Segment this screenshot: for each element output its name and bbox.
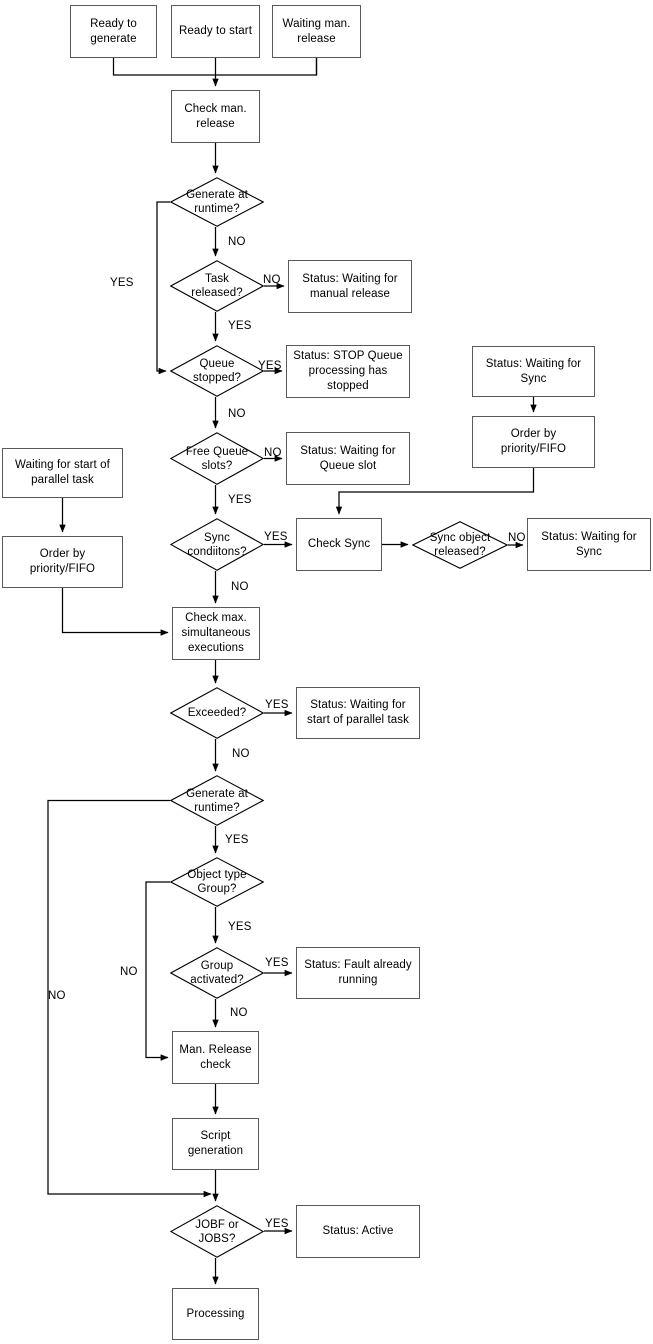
edge-label-lbl_syncobj_no: NO: [508, 532, 526, 544]
node-label: Check Sync: [307, 538, 371, 550]
diamond-shape: [412, 521, 508, 569]
diamond-shape: [170, 857, 264, 907]
edge-label-lbl_queue_no: NO: [228, 408, 246, 420]
node-status_active: Status: Active: [296, 1205, 420, 1258]
node-processing: Processing: [172, 1288, 259, 1340]
edge-label-lbl_gen1_no: NO: [228, 236, 246, 248]
edge-label-lbl_slots_no: NO: [264, 447, 282, 459]
edge-label-lbl_gen2_yes: YES: [225, 834, 249, 846]
diamond-shape: [170, 947, 264, 999]
edge-label-lbl_objgrp_yes: YES: [228, 921, 252, 933]
node-ready_start: Ready to start: [171, 5, 260, 58]
edge-label-lbl_task_yes: YES: [228, 320, 252, 332]
node-label: Status: Active: [322, 1225, 394, 1237]
node-label: Check man.release: [184, 102, 247, 130]
edge-label-lbl_slots_yes: YES: [228, 494, 252, 506]
diamond-shape: [170, 1205, 264, 1258]
diamond-shape: [170, 432, 264, 485]
diamond-shape: [170, 260, 264, 312]
edge-label-lbl_grpact_no: NO: [230, 1007, 248, 1019]
edge-label-lbl_queue_yes: YES: [258, 360, 282, 372]
node-exceeded: Exceeded?: [170, 687, 264, 739]
edge-label-lbl_sync_yes: YES: [264, 531, 288, 543]
diamond-shape: [170, 177, 264, 227]
edge-label-lbl_objgrp_no: NO: [120, 966, 138, 978]
diamond-shape: [170, 775, 264, 826]
node-label: Ready to start: [179, 25, 252, 37]
diamond-shape: [170, 518, 264, 571]
edge-label-lbl_jobf_yes: YES: [265, 1218, 289, 1230]
edge-label-lbl_sync_no: NO: [231, 581, 249, 593]
node-check_sync: Check Sync: [296, 518, 382, 571]
diamond-shape: [170, 687, 264, 739]
edge-label-lbl_task_no: NO: [263, 274, 281, 286]
node-label: Exceeded?: [187, 707, 247, 719]
node-label: Processing: [186, 1307, 245, 1320]
node-waiting_man_release: Waiting man.release: [272, 5, 361, 58]
edge-label-lbl_gen1_yes: YES: [110, 277, 134, 289]
edge-label-lbl_grpact_yes: YES: [265, 957, 289, 969]
node-check_man_release: Check man.release: [171, 90, 260, 143]
node-label: Waiting man.release: [282, 17, 351, 45]
edge-label-lbl_exc_yes: YES: [265, 699, 289, 711]
diamond-shape: [170, 345, 264, 397]
edge-label-lbl_exc_no: NO: [232, 748, 250, 760]
edge-label-lbl_gen2_no: NO: [48, 990, 66, 1002]
